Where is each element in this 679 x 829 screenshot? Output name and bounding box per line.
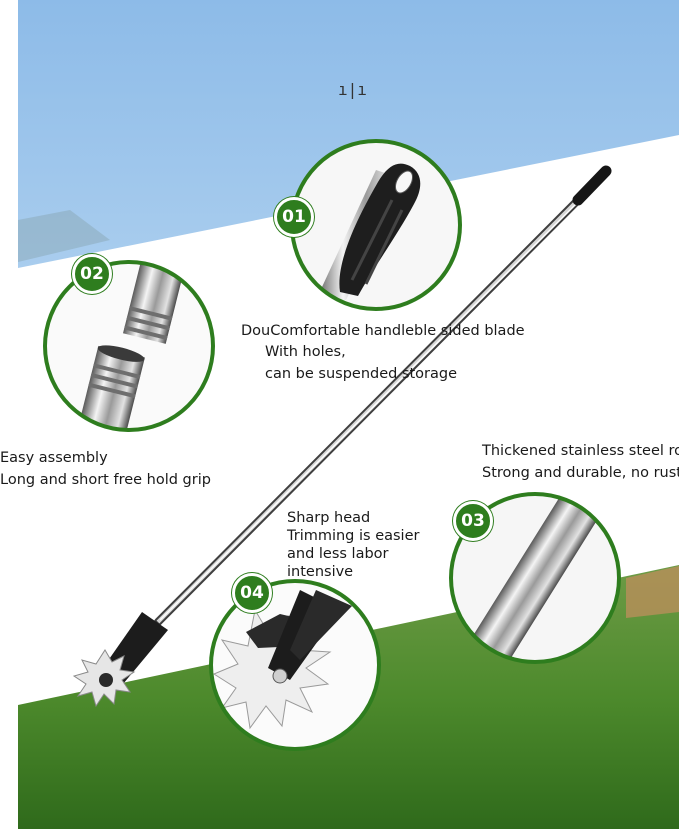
caption-rod-line2: Strong and durable, no rust <box>482 465 679 481</box>
badge-02: 02 <box>72 254 112 294</box>
brand-mark: ı|ı <box>338 80 367 99</box>
caption-handle: DouComfortable handleble sided blade Wit… <box>241 322 525 384</box>
sky-background <box>18 0 679 268</box>
caption-assembly-line1: Easy assembly <box>0 450 108 466</box>
edger-tool <box>72 165 612 708</box>
badge-01: 01 <box>274 197 314 237</box>
caption-head-line2: Trimming is easier <box>287 528 420 544</box>
caption-head-line3: and less labor <box>287 546 389 562</box>
detail-circle-head <box>209 579 381 751</box>
caption-rod-line1: Thickened stainless steel rod <box>482 443 679 459</box>
detail-circle-assembly <box>43 260 215 432</box>
sky-tree-blur <box>18 210 110 262</box>
caption-assembly-line2: Long and short free hold grip <box>0 472 211 488</box>
badge-04: 04 <box>232 573 272 613</box>
caption-head-line1: Sharp head <box>287 510 371 526</box>
caption-head: Sharp head Trimming is easier and less l… <box>287 509 419 581</box>
caption-head-line4: intensive <box>287 564 354 580</box>
fence-background <box>626 566 679 618</box>
caption-rod: Thickened stainless steel rod Strong and… <box>482 440 679 484</box>
caption-handle-line3: can be suspended storage <box>265 366 458 382</box>
detail-circle-handle <box>290 139 462 311</box>
caption-handle-line1: DouComfortable handleble sided blade <box>241 323 525 339</box>
caption-handle-line2: With holes, <box>265 344 346 360</box>
badge-03: 03 <box>453 501 493 541</box>
caption-assembly: Easy assembly Long and short free hold g… <box>0 447 211 491</box>
